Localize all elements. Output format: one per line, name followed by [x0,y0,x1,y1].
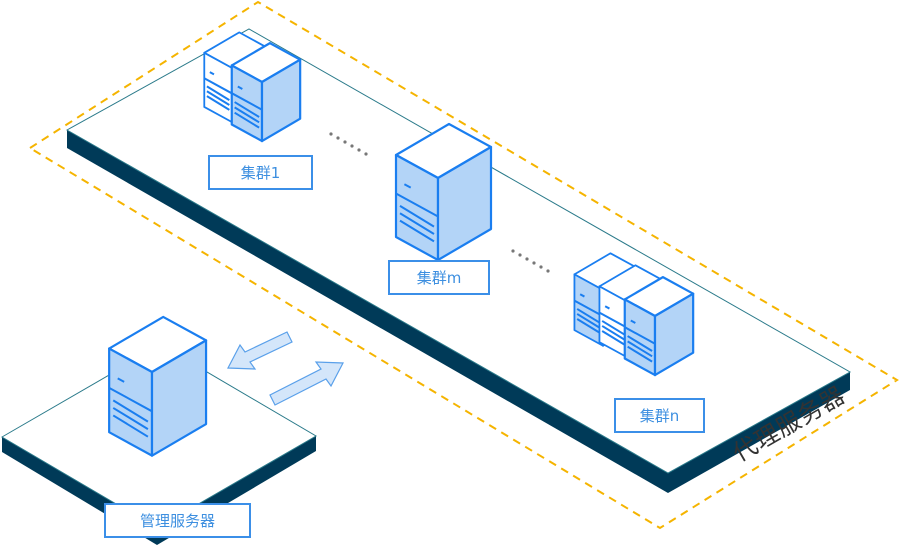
arrow-left-icon [227,331,293,370]
arrow-right-icon [269,361,344,406]
more-dots-icon [329,132,368,156]
server-icon [108,315,208,457]
cluster-m-label: 集群m [388,260,490,295]
server-icon [394,122,493,262]
server-icon [623,276,695,377]
cluster-1-label: 集群1 [208,155,313,190]
more-dots-icon [511,249,550,273]
management-server-label: 管理服务器 [104,503,251,538]
cluster-n-label: 集群n [614,398,705,433]
server-icon [230,42,302,143]
proxy-dashed-outline [28,0,899,530]
